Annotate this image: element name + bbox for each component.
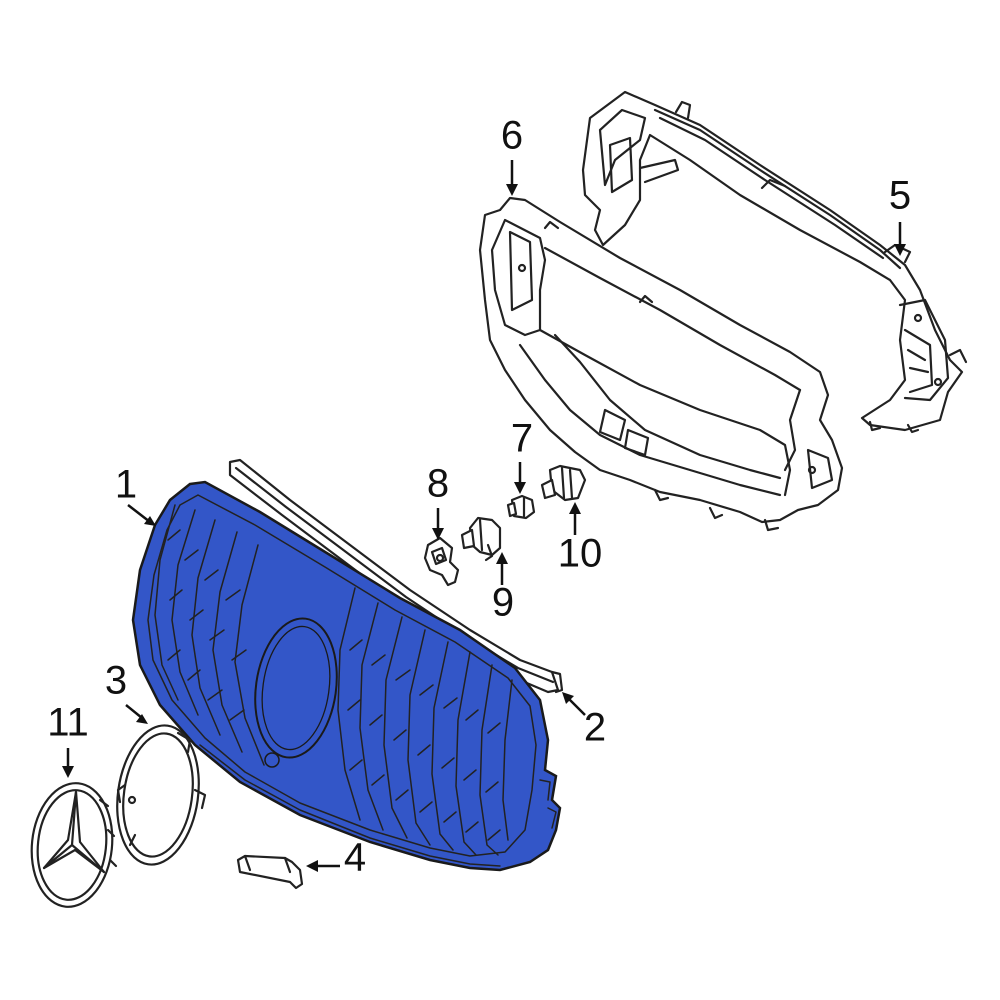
grille-emblem-mount (254, 617, 338, 759)
part-1-grille (131, 480, 562, 872)
callout-1: 1 (115, 463, 137, 507)
callout-4: 4 (344, 836, 366, 880)
callout-3: 3 (105, 659, 127, 703)
callout-2: 2 (584, 706, 606, 750)
part-6-air-duct (478, 196, 844, 532)
part-8-bracket (423, 536, 460, 587)
grille-body (131, 480, 562, 872)
part-9-sensor (460, 516, 502, 562)
callout-arrows (62, 160, 906, 872)
part-4-clip (236, 854, 304, 890)
part-2-seal-strip (228, 458, 564, 694)
part-10-sensor (540, 464, 587, 502)
callout-8: 8 (427, 462, 449, 506)
callout-10: 10 (558, 532, 603, 576)
callout-9: 9 (492, 581, 514, 625)
part-7-sensor (506, 494, 536, 520)
part-11-star-emblem (30, 782, 118, 908)
callout-6: 6 (501, 114, 523, 158)
callout-5: 5 (889, 174, 911, 218)
callout-11: 11 (47, 701, 89, 745)
part-5-upper-support (581, 90, 968, 434)
callout-labels: 1 2 3 4 5 6 7 8 9 10 11 (47, 114, 911, 880)
part-3-emblem-ring (116, 724, 207, 866)
callout-7: 7 (511, 417, 533, 461)
